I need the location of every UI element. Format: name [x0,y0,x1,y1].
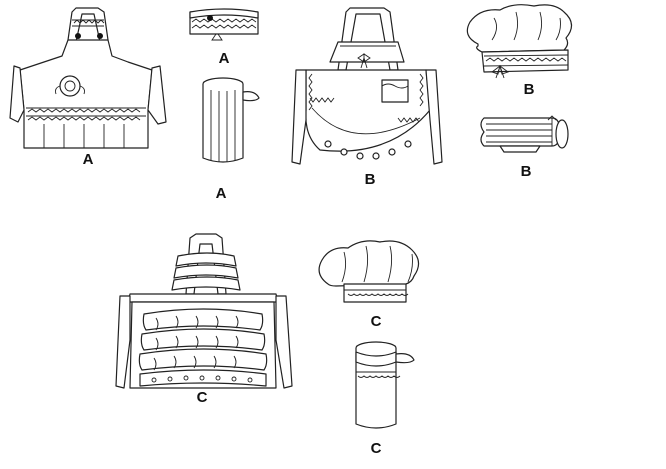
apron-c-label: C [196,389,208,406]
apron-a-label: A [82,151,94,168]
sleeve-c-label: C [370,440,382,457]
hat-b-label: B [523,81,535,98]
apron-a-drawing [9,7,167,149]
hat-b-drawing [466,4,573,79]
headband-a-drawing [189,8,259,41]
headband-a-label: A [218,50,230,67]
sleeve-a-drawing [202,77,260,163]
sleeve-c-drawing [355,341,415,429]
apron-b-drawing [291,7,443,165]
apron-c-drawing [115,233,293,389]
sleeve-a-label: A [215,185,227,202]
hat-c-drawing [318,240,420,303]
mitt-b-label: B [520,163,532,180]
hat-c-label: C [370,313,382,330]
apron-b-label: B [364,171,376,188]
mitt-b-drawing [480,115,569,153]
